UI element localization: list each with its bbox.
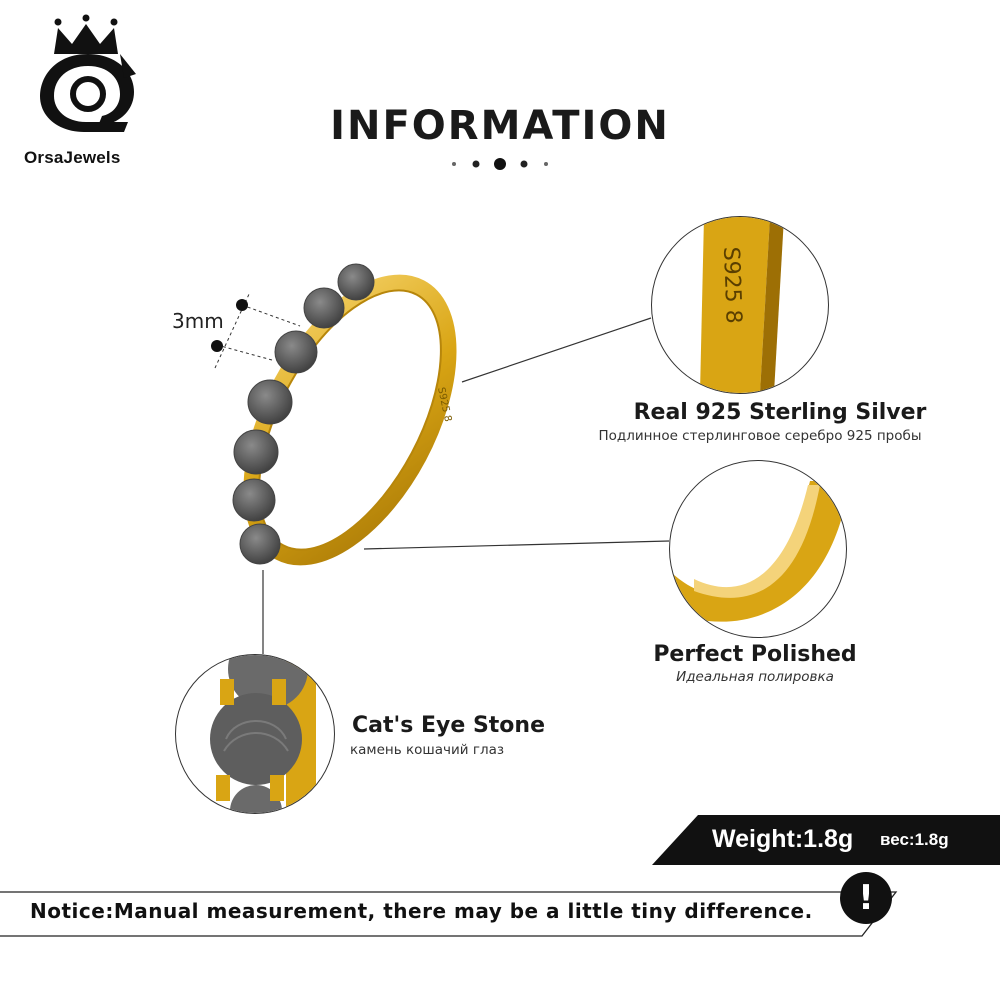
silver-stamp-closeup: S925 8 [651,216,829,394]
ring-product-image: S925 8 [232,263,457,566]
dimension-label: 3mm [172,309,224,333]
polish-feature-title: Perfect Polished [653,642,857,667]
brand-name: OrsaJewels [24,148,121,167]
weight-label-ru: вес:1.8g [880,830,949,849]
weight-banner [652,815,1000,865]
silver-feature-subtitle: Подлинное стерлинговое серебро 925 пробы [598,428,922,444]
weight-label: Weight:1.8g [712,825,854,853]
page-title: INFORMATION [330,103,670,149]
silver-engraving-closeup: S925 8 [718,246,746,324]
silver-feature-title: Real 925 Sterling Silver [633,400,927,425]
notice-text: Notice:Manual measurement, there may be … [30,899,813,923]
cats-eye-stone-closeup [175,654,335,814]
polish-closeup [669,460,847,638]
orsa-crown-logo-icon [40,14,136,132]
stone-feature-title: Cat's Eye Stone [352,713,546,738]
exclamation-icon: ! [840,872,892,924]
stone-feature-subtitle: камень кошачий глаз [350,742,505,758]
polish-feature-subtitle: Идеальная полировка [676,669,834,685]
title-dots-divider [452,158,548,170]
